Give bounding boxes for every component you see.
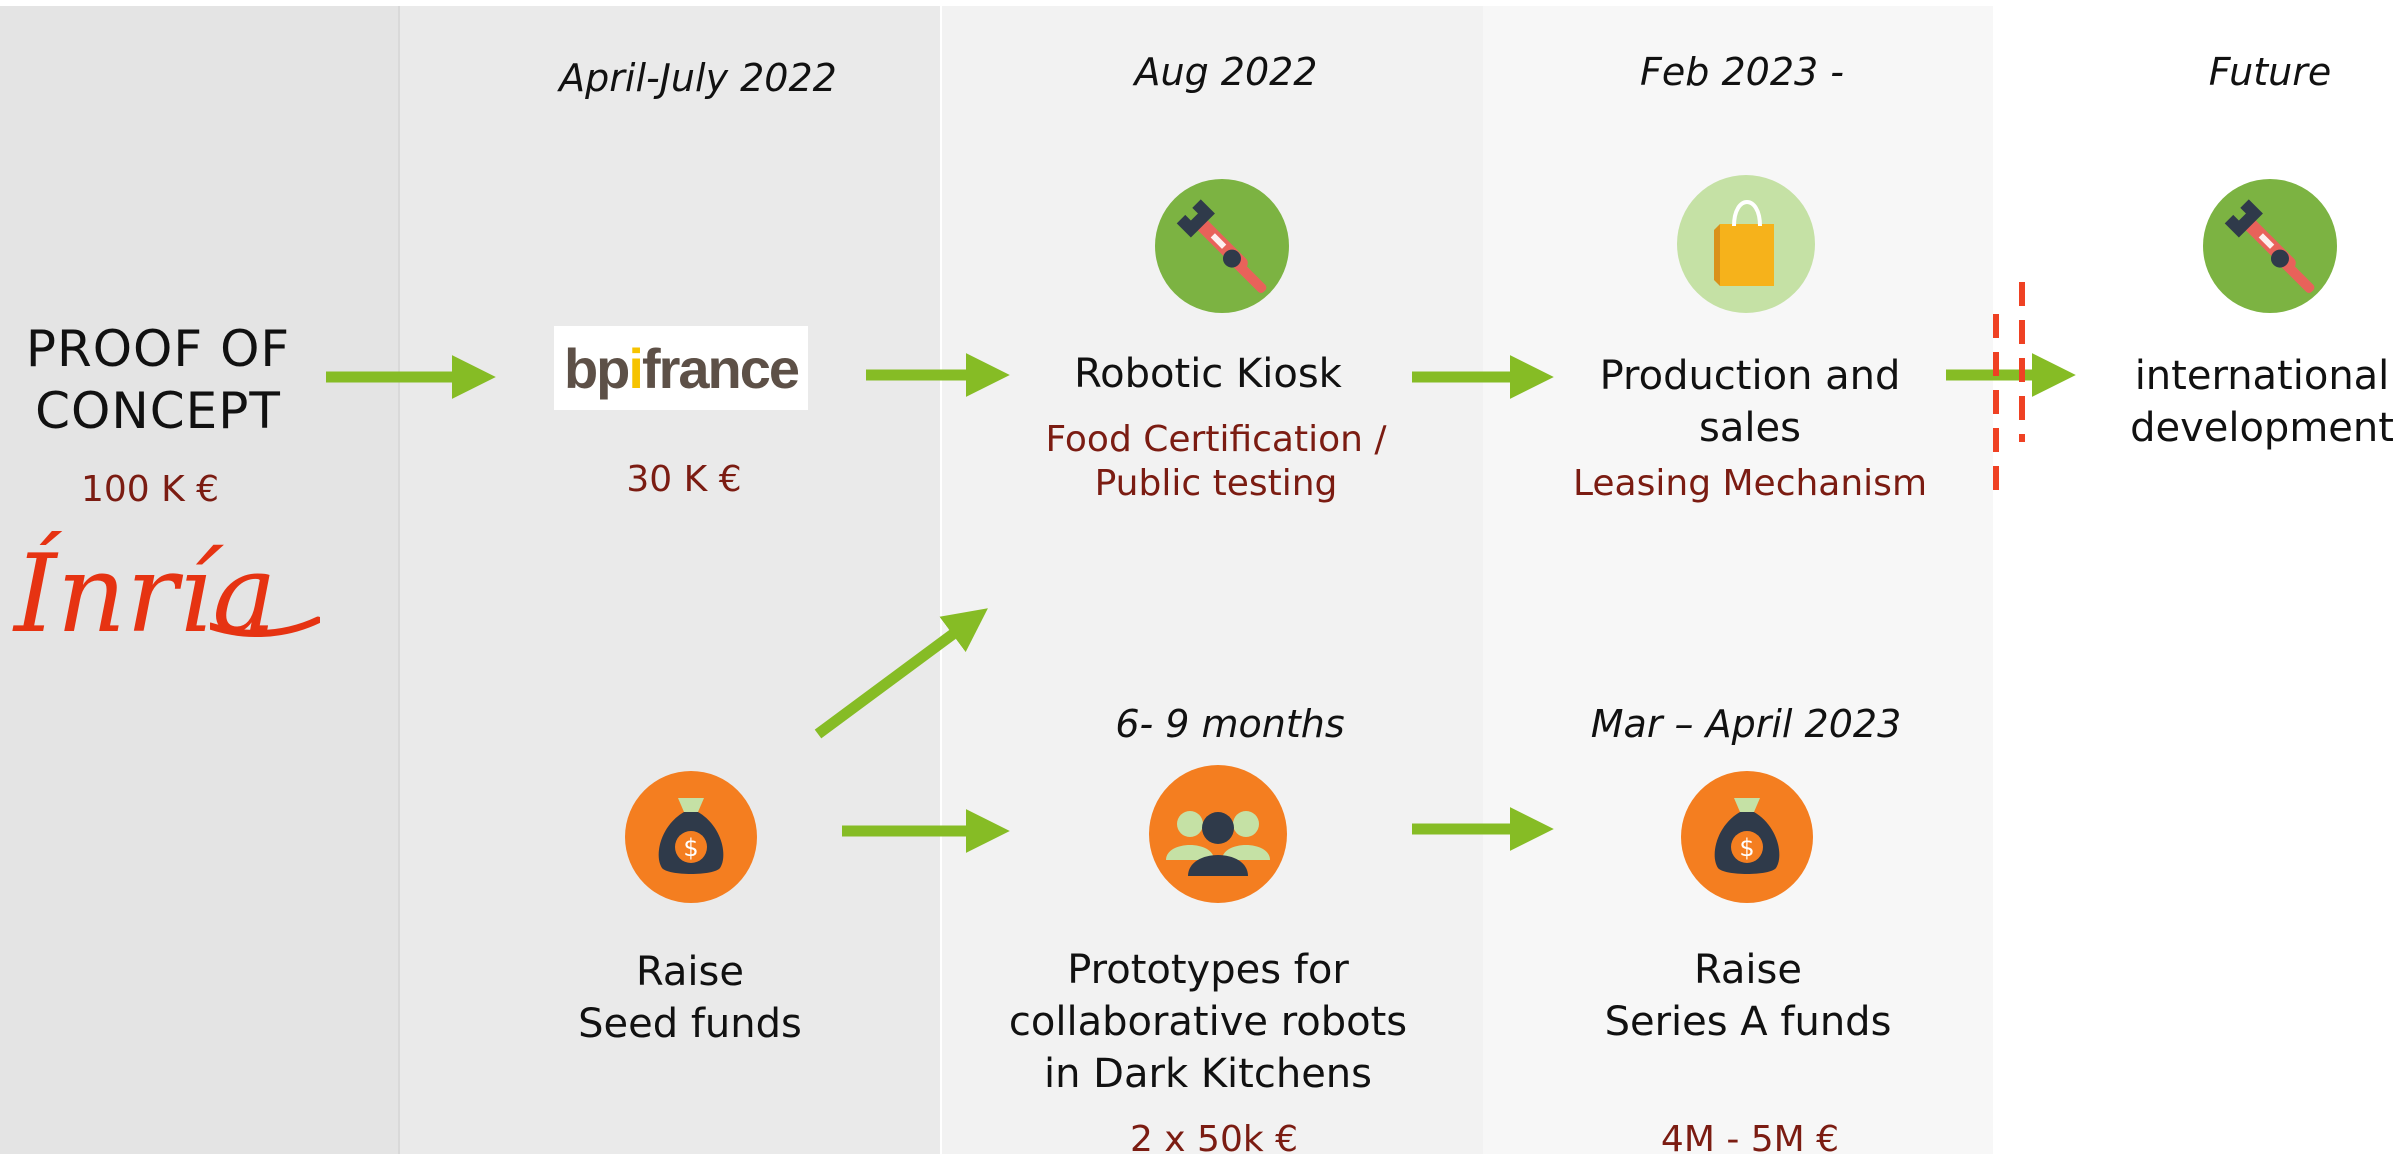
poc-title: PROOF OF CONCEPT: [26, 318, 290, 442]
prototypes-line2: collaborative robots: [1008, 999, 1408, 1045]
series-a-amount: 4M - 5M €: [1660, 1119, 1840, 1160]
production-line2: sales: [1699, 405, 1801, 451]
prototypes-amount: 2 x 50k €: [1129, 1119, 1299, 1160]
bpi-logo-part-france: france: [641, 336, 800, 400]
production-subtitle: Leasing Mechanism: [1572, 463, 1928, 504]
tools-icon: [2203, 179, 2337, 313]
money-bag-icon: $: [625, 771, 757, 903]
future-label: international development: [2130, 350, 2394, 454]
seed-amount: 30 K €: [626, 459, 742, 500]
tools-icon: [1155, 179, 1289, 313]
bpi-logo-part-bp: bp: [563, 336, 630, 400]
future-date: Future: [2208, 50, 2332, 94]
future-line2: development: [2130, 405, 2394, 451]
production-line1: Production and: [1599, 353, 1901, 399]
seed-date: April-July 2022: [559, 56, 837, 100]
bpi-logo-part-i: i: [628, 336, 644, 400]
svg-text:$: $: [683, 834, 698, 862]
seed-raise-line1: Raise: [635, 949, 744, 995]
kiosk-title: Robotic Kiosk: [1074, 351, 1342, 397]
svg-text:$: $: [1739, 834, 1754, 862]
production-title: Production and sales: [1600, 350, 1901, 454]
poc-title-line1: PROOF OF: [25, 320, 291, 378]
column-proof-of-concept: [0, 6, 398, 1154]
seed-raise-line2: Seed funds: [578, 1001, 802, 1047]
series-a-line1: Raise: [1693, 947, 1802, 993]
dashed-boundary: [1993, 282, 2025, 494]
feb-date: Feb 2023 -: [1640, 50, 1844, 94]
prototypes-date: 6- 9 months: [1115, 702, 1345, 746]
future-line1: international: [2134, 353, 2390, 399]
prototypes-line1: Prototypes for: [1067, 947, 1349, 993]
poc-amount: 100 K €: [80, 469, 220, 510]
series-a-label: Raise Series A funds: [1605, 944, 1892, 1048]
poc-title-line2: CONCEPT: [35, 382, 281, 440]
arrow-seed-to-kiosk: [814, 608, 988, 739]
series-a-date: Mar – April 2023: [1590, 702, 1902, 746]
prototypes-line3: in Dark Kitchens: [1044, 1051, 1372, 1097]
kiosk-subtitle: Food Certification / Public testing: [1045, 418, 1386, 506]
team-icon: [1149, 765, 1287, 903]
kiosk-subtitle-line2: Public testing: [1094, 463, 1338, 504]
inria-logo-swash: [210, 616, 320, 638]
series-a-line2: Series A funds: [1604, 999, 1892, 1045]
kiosk-subtitle-line1: Food Certification /: [1045, 419, 1387, 460]
seed-raise-label: Raise Seed funds: [578, 946, 802, 1050]
bpifrance-logo: bpifrance: [554, 326, 808, 410]
shopping-bag-icon: [1677, 175, 1815, 313]
column-seed: [398, 6, 942, 1154]
aug-date: Aug 2022: [1134, 50, 1318, 94]
prototypes-label: Prototypes for collaborative robots in D…: [1009, 944, 1407, 1100]
money-bag-icon: $: [1681, 771, 1813, 903]
